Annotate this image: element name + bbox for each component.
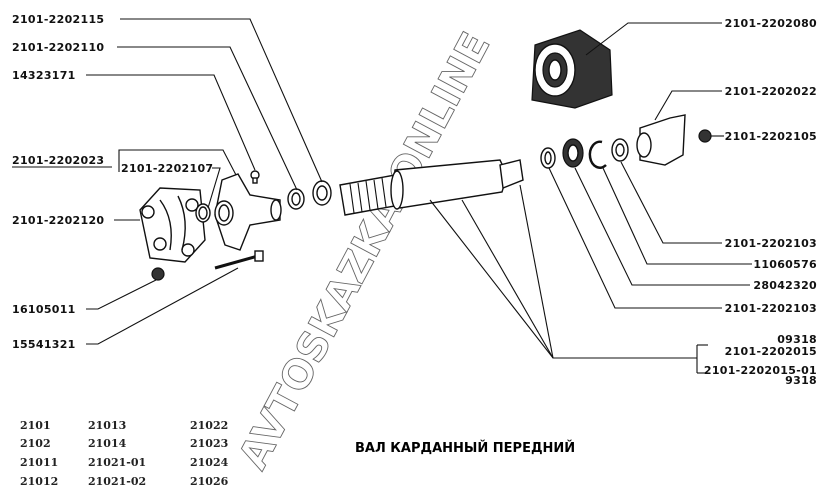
callout-11060576: 11060576 bbox=[753, 258, 817, 271]
bearing-parts bbox=[540, 138, 629, 169]
callout-16105011: 16105011 bbox=[12, 303, 76, 316]
support-bearing bbox=[531, 29, 613, 109]
model: 21021-02 bbox=[88, 475, 146, 488]
yoke-nut bbox=[698, 129, 712, 143]
callout-15541321: 15541321 bbox=[12, 338, 76, 351]
callout-2101-2202022: 2101-2202022 bbox=[725, 85, 817, 98]
callout-9318: 9318 bbox=[785, 374, 817, 387]
nut-small bbox=[151, 267, 165, 281]
shaft bbox=[339, 159, 524, 216]
callout-2101-2202110: 2101-2202110 bbox=[12, 41, 104, 54]
model: 21021-01 bbox=[88, 456, 146, 469]
callout-2101-2202105: 2101-2202105 bbox=[725, 130, 817, 143]
centering-sleeve bbox=[195, 203, 211, 223]
model: 2102 bbox=[20, 437, 51, 450]
callout-2101-2202015-01: 2101-2202015-01 bbox=[704, 364, 817, 377]
callout-28042320: 28042320 bbox=[753, 279, 817, 292]
yoke bbox=[636, 114, 686, 166]
model: 21013 bbox=[88, 419, 126, 432]
callout-2101-2202103-a: 2101-2202103 bbox=[725, 237, 817, 250]
callout-2101-2202115: 2101-2202115 bbox=[12, 13, 104, 26]
model: 21026 bbox=[190, 475, 229, 488]
model: 21014 bbox=[88, 437, 127, 450]
model: 21023 bbox=[190, 437, 228, 450]
callout-2101-2202120: 2101-2202120 bbox=[12, 214, 104, 227]
callout-14323171: 14323171 bbox=[12, 69, 76, 82]
flange bbox=[214, 173, 282, 251]
model: 21022 bbox=[190, 419, 228, 432]
callout-2101-2202107: 2101-2202107 bbox=[121, 162, 213, 175]
model: 21012 bbox=[20, 475, 58, 488]
callout-2101-2202103-b: 2101-2202103 bbox=[725, 302, 817, 315]
leader-lines bbox=[12, 18, 752, 374]
callout-2101-2202023: 2101-2202023 bbox=[12, 154, 104, 167]
watermark: AVTOSKAZKA.ONLINE bbox=[230, 25, 499, 476]
model: 21024 bbox=[190, 456, 229, 469]
model-list: 2101 21013 21022 2102 21014 21023 21011 … bbox=[20, 419, 229, 488]
flexible-coupling bbox=[139, 187, 206, 263]
callout-09318: 09318 bbox=[777, 333, 817, 346]
nut-large bbox=[312, 180, 332, 206]
callout-2101-2202080: 2101-2202080 bbox=[725, 17, 817, 30]
model: 21011 bbox=[20, 456, 58, 469]
model: 2101 bbox=[20, 419, 51, 432]
grease-nipple bbox=[250, 170, 260, 184]
callout-2101-2202015: 2101-2202015 bbox=[725, 345, 817, 358]
bolt bbox=[214, 250, 264, 270]
diagram-title: ВАЛ КАРДАННЫЙ ПЕРЕДНИЙ bbox=[355, 440, 575, 456]
seal-ring bbox=[287, 188, 305, 210]
